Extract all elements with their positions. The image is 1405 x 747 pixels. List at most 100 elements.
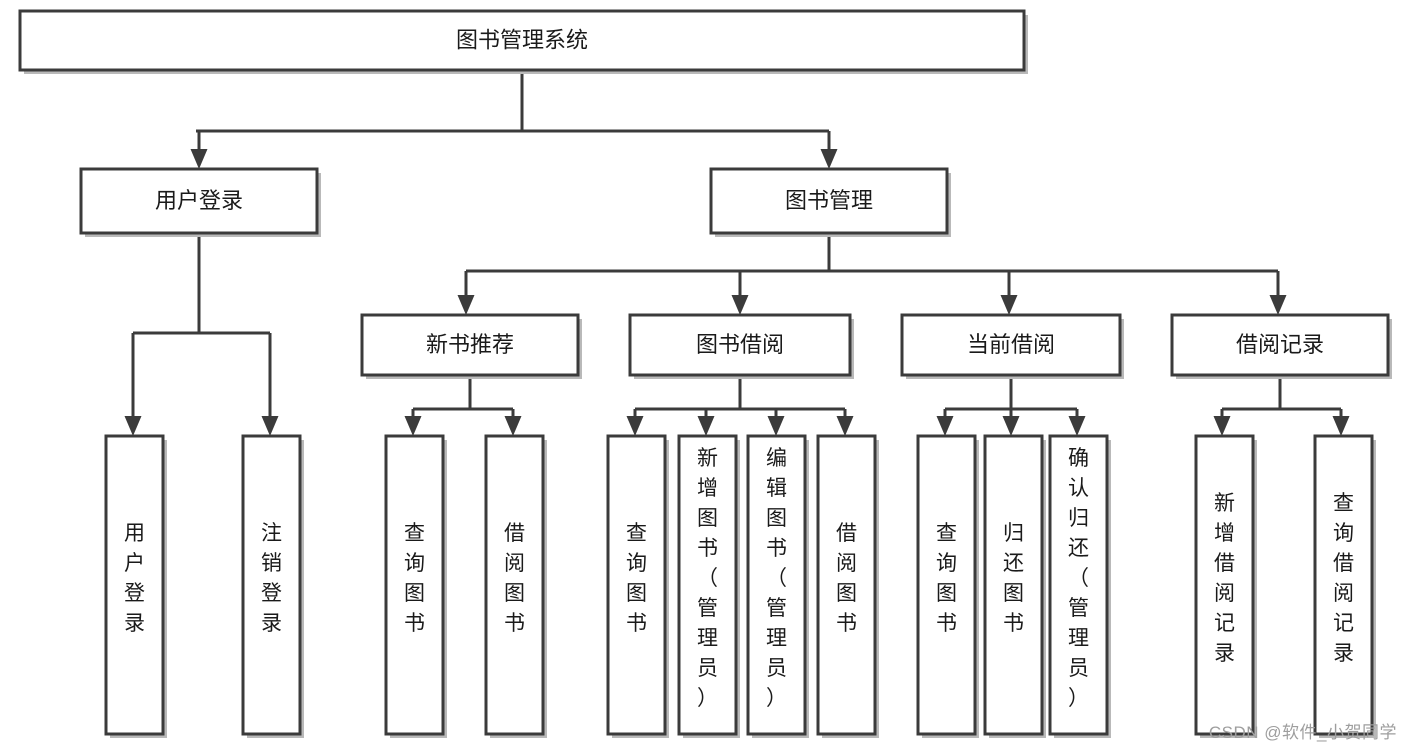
node-leaf-add-borrow-record-box[interactable] [1194,434,1255,736]
arrow-to-book-borrow [731,271,749,315]
node-leaf-add-borrow-record-label: 新增借阅记录 [1214,492,1235,665]
node-book-management[interactable]: 图书管理 [709,167,951,237]
node-book-management-label: 图书管理 [785,188,873,213]
arrow-to-leaf-edit-book [767,409,785,436]
bus-user-login [133,233,270,335]
node-leaf-query-borrow-record[interactable]: 查询借阅记录 [1313,434,1376,738]
arrow-to-user-login [190,131,208,169]
node-leaf-borrow-book-recommend-label: 借阅图书 [504,522,525,635]
arrow-to-book-management-head [820,149,838,169]
arrow-to-borrow-record [1269,271,1287,315]
node-user-login-box[interactable] [79,167,319,235]
node-leaf-confirm-return-label: 确认归还（管理员） [1068,447,1089,710]
node-new-book-recommend-label: 新书推荐 [426,332,514,357]
node-leaf-user-login-box[interactable] [104,434,165,736]
arrow-to-leaf-borrow-book-head [836,416,854,436]
node-leaf-logout-label: 注销登录 [261,522,282,635]
node-user-login[interactable]: 用户登录 [79,167,321,237]
node-leaf-user-login-label: 用户登录 [124,522,145,635]
node-book-management-box[interactable] [709,167,949,235]
node-leaf-query-borrow-record-label: 查询借阅记录 [1333,492,1354,665]
arrow-to-leaf-query-book-borrow-head [626,416,644,436]
node-new-book-recommend[interactable]: 新书推荐 [360,313,582,379]
arrow-to-leaf-add-book [697,409,715,436]
node-leaf-add-book[interactable]: 新增图书（管理员） [677,434,740,738]
node-user-login-label: 用户登录 [155,188,243,213]
node-leaf-borrow-book-label: 借阅图书 [836,522,857,635]
bus-book-borrow [635,375,845,411]
arrow-to-leaf-user-login [124,333,142,436]
arrow-to-current-borrow-head [1000,295,1018,315]
node-leaf-query-book-borrow-box[interactable] [606,434,667,736]
node-current-borrow-box[interactable] [900,313,1122,377]
arrow-to-leaf-confirm-return-head [1068,416,1086,436]
edges-layer [124,70,1350,436]
bus-current-borrow [945,375,1077,411]
arrow-to-leaf-borrow-book [836,409,854,436]
node-root-label: 图书管理系统 [456,27,588,52]
node-leaf-borrow-book-recommend-box[interactable] [484,434,545,736]
node-leaf-query-book-recommend[interactable]: 查询图书 [384,434,447,738]
arrow-to-book-borrow-head [731,295,749,315]
arrow-to-leaf-query-borrow-record-head [1332,416,1350,436]
node-borrow-record-box[interactable] [1170,313,1390,377]
arrow-to-user-login-head [190,149,208,169]
node-book-borrow[interactable]: 图书借阅 [628,313,854,379]
node-leaf-query-borrow-record-box[interactable] [1313,434,1374,736]
arrow-to-borrow-record-head [1269,295,1287,315]
arrow-to-leaf-add-borrow-record-head [1213,416,1231,436]
node-leaf-confirm-return-box[interactable] [1048,434,1109,736]
bus-borrow-record [1222,375,1341,411]
node-leaf-logout[interactable]: 注销登录 [241,434,304,738]
node-leaf-borrow-book[interactable]: 借阅图书 [816,434,879,738]
node-current-borrow-label: 当前借阅 [967,332,1055,357]
node-leaf-query-book-borrow[interactable]: 查询图书 [606,434,669,738]
node-root[interactable]: 图书管理系统 [18,9,1028,74]
node-leaf-query-book-current-box[interactable] [916,434,977,736]
node-leaf-return-book-box[interactable] [983,434,1044,736]
node-borrow-record[interactable]: 借阅记录 [1170,313,1392,379]
arrow-to-leaf-user-login-head [124,416,142,436]
arrow-to-new-book-recommend [457,271,475,315]
arrow-to-leaf-confirm-return [1068,409,1086,436]
node-leaf-confirm-return[interactable]: 确认归还（管理员） [1048,434,1111,738]
arrow-to-leaf-edit-book-head [767,416,785,436]
arrow-to-leaf-query-book-recommend-head [404,416,422,436]
node-leaf-user-login[interactable]: 用户登录 [104,434,167,738]
bus-root [196,70,829,133]
node-leaf-logout-box[interactable] [241,434,302,736]
arrow-to-leaf-return-book [1002,409,1020,436]
node-leaf-add-book-box[interactable] [677,434,738,736]
arrow-to-current-borrow [1000,271,1018,315]
node-leaf-edit-book[interactable]: 编辑图书（管理员） [746,434,809,738]
node-leaf-query-book-recommend-label: 查询图书 [404,522,425,635]
node-leaf-edit-book-label: 编辑图书（管理员） [766,447,787,710]
arrow-to-leaf-query-book-current [936,409,954,436]
node-leaf-query-book-borrow-label: 查询图书 [626,522,647,635]
node-leaf-query-book-current-label: 查询图书 [936,522,957,635]
node-root-box[interactable] [18,9,1026,72]
node-leaf-query-book-recommend-box[interactable] [384,434,445,736]
node-book-borrow-box[interactable] [628,313,852,377]
nodes-layer: 图书管理系统用户登录图书管理新书推荐图书借阅当前借阅借阅记录用户登录注销登录查询… [18,9,1392,738]
node-current-borrow[interactable]: 当前借阅 [900,313,1124,379]
node-leaf-return-book[interactable]: 归还图书 [983,434,1046,738]
arrow-to-new-book-recommend-head [457,295,475,315]
node-leaf-return-book-label: 归还图书 [1003,522,1024,635]
arrow-to-leaf-borrow-book-recommend [504,409,522,436]
node-book-borrow-label: 图书借阅 [696,332,784,357]
arrow-to-leaf-query-book-recommend [404,409,422,436]
arrow-to-leaf-query-book-borrow [626,409,644,436]
arrow-to-leaf-add-borrow-record [1213,409,1231,436]
node-new-book-recommend-box[interactable] [360,313,580,377]
node-leaf-borrow-book-recommend[interactable]: 借阅图书 [484,434,547,738]
node-leaf-query-book-current[interactable]: 查询图书 [916,434,979,738]
node-borrow-record-label: 借阅记录 [1236,332,1324,357]
arrow-to-leaf-add-book-head [697,416,715,436]
node-leaf-add-borrow-record[interactable]: 新增借阅记录 [1194,434,1257,738]
node-leaf-edit-book-box[interactable] [746,434,807,736]
node-leaf-borrow-book-box[interactable] [816,434,877,736]
bus-new-book-recommend [413,375,513,411]
